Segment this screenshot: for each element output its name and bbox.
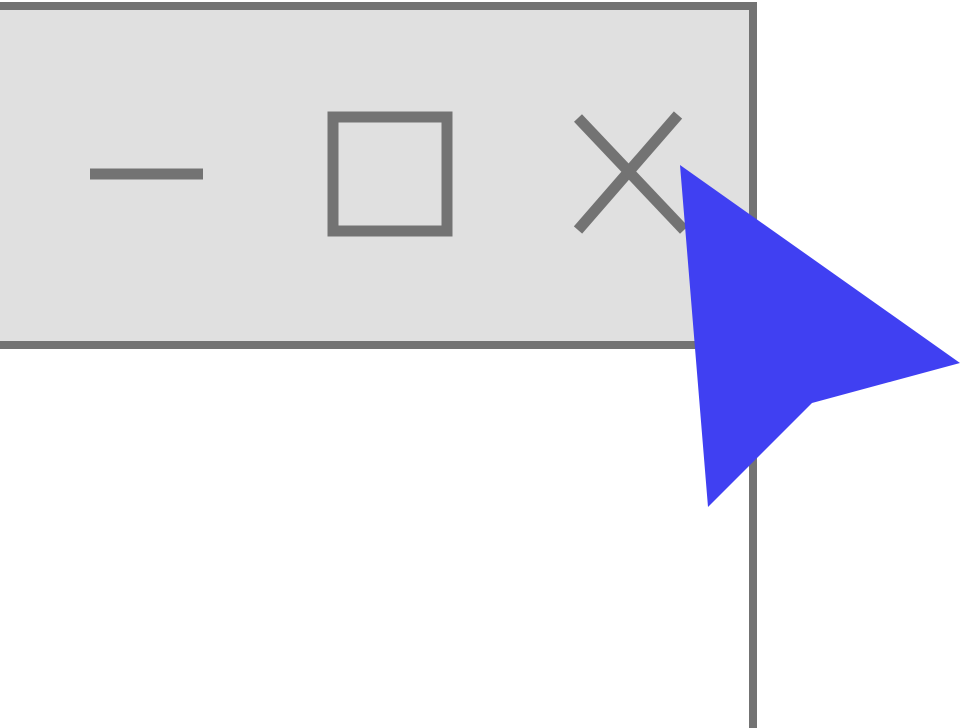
- application-window: [0, 2, 757, 728]
- maximize-button[interactable]: [320, 104, 460, 244]
- close-icon: [573, 111, 688, 234]
- window-controls: [0, 10, 749, 341]
- title-bar[interactable]: [0, 10, 749, 349]
- minimize-icon: [90, 168, 203, 180]
- minimize-button[interactable]: [80, 104, 220, 244]
- maximize-icon: [327, 111, 453, 237]
- window-content: [0, 349, 749, 728]
- close-button[interactable]: [560, 104, 700, 244]
